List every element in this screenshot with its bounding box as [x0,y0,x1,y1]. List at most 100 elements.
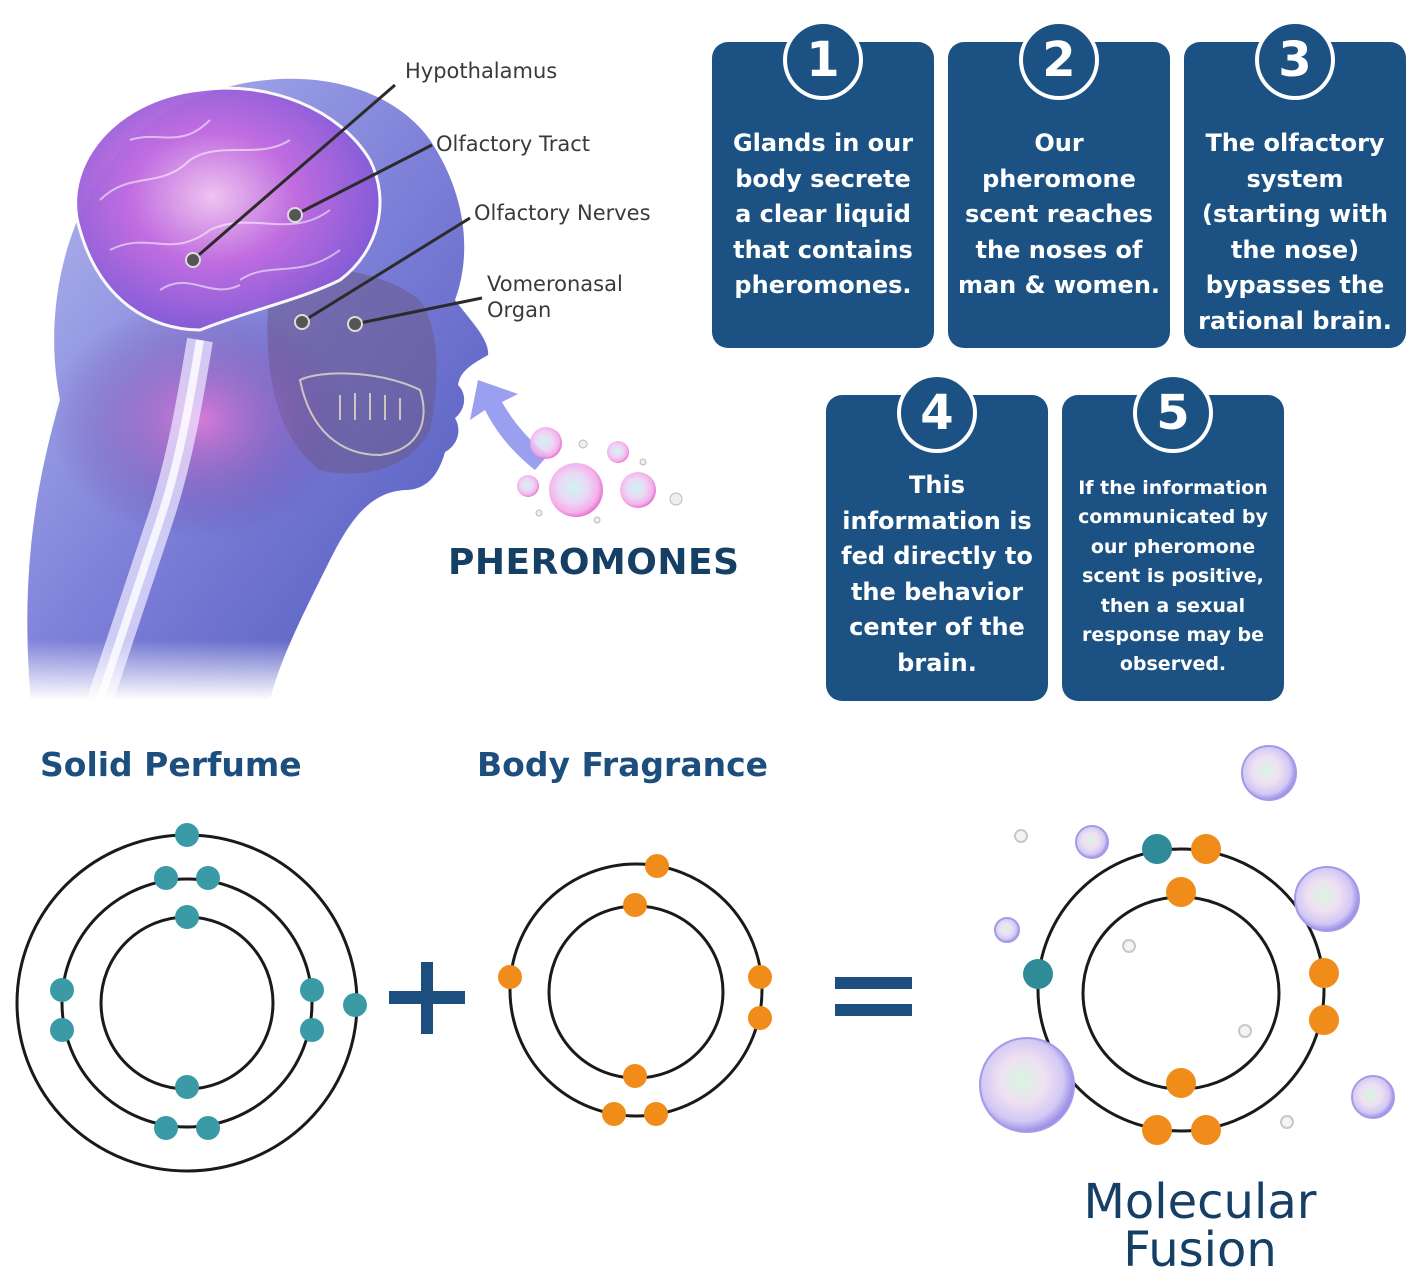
teal-electron [175,905,199,929]
orange-electron [1191,1115,1221,1145]
bubble-small [1122,939,1136,953]
step-text-line: fed directly to [841,542,1033,570]
step-text-line: body secrete [735,164,911,193]
step-number-badge: 4 [897,373,977,453]
teal-electron [50,1018,74,1042]
bubble [979,1037,1075,1133]
teal-electron [300,1018,324,1042]
orange-electron [748,1006,772,1030]
orange-electron [1142,1115,1172,1145]
teal-electron [154,866,178,890]
orbit-inner [99,915,275,1091]
teal-electron [196,866,220,890]
orange-electron [623,893,647,917]
bubble [1075,825,1109,859]
fusion-title-line1: Molecular [1083,1174,1317,1230]
step-card-5: 5 If the information communicated by our… [1062,373,1284,701]
step-text-line: If the information [1078,477,1268,499]
orange-electron [623,1064,647,1088]
step-text-line: (starting with [1201,200,1389,228]
step-text-line: our pheromone [1090,535,1256,558]
molecular-fusion-title: Molecular Fusion [1030,1178,1370,1274]
label-vomeronasal-organ: Vomeronasal Organ [487,271,623,323]
orbit-outer [508,862,764,1118]
solid-perfume-atom [15,833,359,1173]
bubble [994,917,1020,943]
teal-electron [300,978,324,1002]
teal-electron [154,1116,178,1140]
step-text-line: This [909,471,965,499]
olfactory-tract-marker [287,207,303,223]
step-card-1: 1 Glands in our body secrete a clear liq… [712,20,934,348]
step-text-line: rational brain. [1198,306,1392,335]
step-text-line: man & women. [957,271,1161,299]
body-fragrance-title: Body Fragrance [477,745,769,784]
orbit-inner [1081,895,1281,1091]
teal-electron [343,993,367,1017]
teal-electron [196,1116,220,1140]
step-text-line: the noses of [975,235,1143,264]
fusion-title-line2: Fusion [1123,1222,1277,1278]
step-number-badge: 5 [1133,373,1213,453]
orange-electron [1309,1005,1339,1035]
equals-top-bar [835,977,912,989]
fusion-bubbles [979,745,1395,1133]
label-hypothalamus: Hypothalamus [405,59,558,83]
solid-perfume-electrons [50,823,367,1140]
solid-perfume-title: Solid Perfume [40,745,302,784]
orbit-outer [15,833,359,1173]
fusion-electrons [1023,834,1339,1145]
orange-electron [645,854,669,878]
pheromones-heading: PHEROMONES [448,542,740,583]
hypothalamus-pointer-line [192,83,396,262]
bubble [1241,745,1297,801]
orbit-outer [1036,847,1326,1133]
vomeronasal-marker [347,316,363,332]
equals-bottom-bar [835,1004,912,1016]
label-vomeronasal-line2: Organ [487,298,552,322]
step-text-line: bypasses the [1205,271,1385,299]
orange-electron [1166,877,1196,907]
step-text-line: then a sexual [1100,594,1246,617]
step-text: Glands in our body secrete a clear liqui… [718,126,928,304]
orange-electron [644,1102,668,1126]
body-fragrance-electrons [498,854,772,1126]
olfactory-nerves-marker [294,314,310,330]
body-fragrance-atom [508,862,764,1118]
bubble [1294,866,1360,932]
vomeronasal-pointer-line [354,296,483,326]
step-text-line: scent is positive, [1082,565,1264,588]
teal-electron [175,1075,199,1099]
bubble [1351,1075,1395,1119]
step-card-3: 3 The olfactory system (starting with th… [1184,20,1406,348]
step-text-line: system [1246,164,1344,193]
step-text: If the information communicated by our p… [1068,474,1278,680]
step-text: The olfactory system (starting with the … [1190,126,1400,339]
orange-electron [1166,1068,1196,1098]
bubble-small [1014,829,1028,843]
molecular-fusion-atom [1036,847,1326,1133]
step-text-line: Glands in our [732,129,914,157]
step-text-line: Our [1034,129,1084,157]
step-text: This information is fed directly to the … [832,468,1042,681]
label-vomeronasal-line1: Vomeronasal [487,272,623,296]
step-text-line: communicated by [1078,506,1268,529]
teal-electron [175,823,199,847]
plus-horizontal-bar [389,991,465,1004]
orange-electron [1191,834,1221,864]
olfactory-nerves-pointer-line [301,216,471,324]
step-number-badge: 2 [1019,20,1099,100]
step-card-4: 4 This information is fed directly to th… [826,373,1048,701]
orange-electron [1309,958,1339,988]
orange-electron [498,965,522,989]
step-text-line: observed. [1119,653,1227,676]
step-text-line: pheromones. [734,271,912,299]
bubble-small [1280,1115,1294,1129]
step-text-line: scent reaches [965,200,1153,228]
label-olfactory-nerves: Olfactory Nerves [474,201,651,225]
step-text-line: information is [842,506,1032,535]
olfactory-tract-pointer-line [294,143,433,217]
orange-electron [602,1102,626,1126]
step-text-line: brain. [897,648,977,677]
step-text-line: The olfactory [1205,129,1385,157]
